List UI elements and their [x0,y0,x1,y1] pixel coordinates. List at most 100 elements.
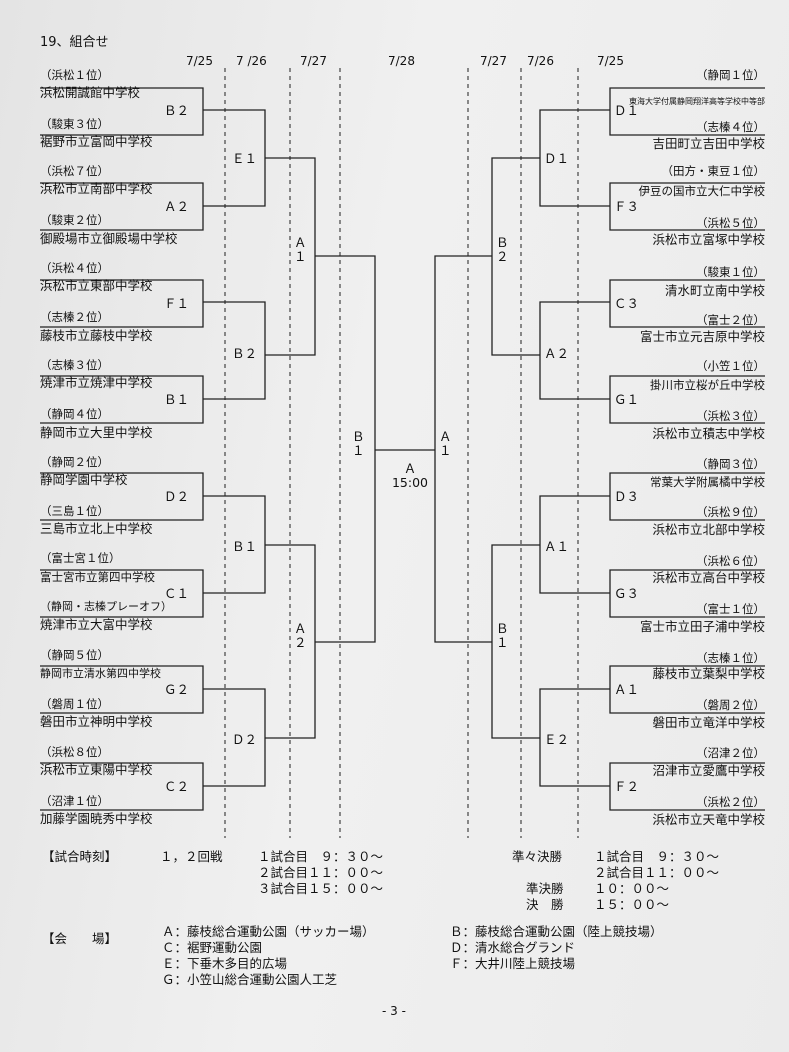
venue-code: Ｅ１ [232,151,258,166]
venue-code: Ｂ２ [232,346,258,361]
venue-code: Ａ２ [544,346,570,361]
right-team-15-seed: （沼津２位） [696,746,765,760]
venue-a: Ａ：藤枝総合運動公園（サッカー場） [162,924,375,939]
left-team-12-seed: （静岡・志榛プレーオフ） [40,600,172,613]
right-team-6-name: 富士市立元吉原中学校 [639,329,765,344]
venue-code: Ｆ２ [614,779,640,794]
venue-code: Ｅ２ [544,732,570,747]
venue-f: Ｆ：大井川陸上競技場 [450,956,576,971]
left-team-9-name: 静岡学園中学校 [40,472,128,487]
left-team-4-name: 御殿場市立御殿場中学校 [40,231,178,246]
schedule-qf-label: 準々決勝 [512,849,563,864]
right-team-9-seed: （静岡３位） [696,457,765,471]
right-team-10-seed: （浜松９位） [696,505,765,519]
left-team-9-seed: （静岡２位） [40,455,109,469]
venue-code: Ｄ２ [232,732,258,747]
schedule-match-1: １試合目 ９：３０～ [258,849,384,864]
right-team-11-name: 浜松市立高台中学校 [652,570,765,585]
left-team-10-name: 三島市立北上中学校 [40,521,153,536]
left-team-1-name: 浜松開誠館中学校 [40,85,141,100]
left-team-15-seed: （浜松８位） [40,745,109,759]
venue-code: Ｆ３ [614,199,640,214]
venue-code: Ａ １ [294,235,307,264]
right-team-13-seed: （志榛１位） [696,651,765,665]
left-team-16-seed: （沼津１位） [40,794,109,808]
right-team-3-name: 伊豆の国市立大仁中学校 [638,184,766,198]
date-right-r2: 7/26 [527,54,554,68]
right-team-8-name: 浜松市立積志中学校 [652,426,765,441]
venue-code: Ｂ １ [352,429,365,458]
venue-code: Ｆ１ [164,296,190,311]
right-r3-lines [491,157,540,739]
left-team-7-seed: （志榛３位） [40,358,109,372]
left-team-13-name: 静岡市立清水第四中学校 [40,667,161,680]
venue-code: Ｇ２ [164,682,190,697]
schedule-rounds-12: １，２回戦 [160,849,223,864]
date-right-r1: 7/25 [597,54,624,68]
right-team-10-name: 浜松市立北部中学校 [652,522,765,537]
venue-c: Ｃ：裾野運動公園 [162,940,263,955]
right-team-2-seed: （志榛４位） [696,120,765,134]
right-team-2-name: 吉田町立吉田中学校 [652,136,765,151]
right-r2-lines [539,109,610,787]
right-team-16-name: 浜松市立天竜中学校 [652,812,765,827]
left-team-5-seed: （浜松４位） [40,261,109,275]
venue-b: Ｂ：藤枝総合運動公園（陸上競技場） [450,924,663,939]
schedule-qf-2: ２試合目１１：００～ [594,865,720,880]
venue-code: Ｇ１ [614,392,640,407]
venue-code: Ｄ１ [544,151,570,166]
right-team-12-name: 富士市立田子浦中学校 [639,619,765,634]
venue-code: Ｂ１ [232,539,258,554]
right-team-12-seed: （富士１位） [696,602,765,616]
section-title: 19、組合せ [40,35,109,50]
right-team-4-name: 浜松市立富塚中学校 [652,232,765,247]
venue-code: Ａ ２ [294,621,307,650]
right-team-14-name: 磐田市立竜洋中学校 [652,715,765,730]
right-team-7-seed: （小笠１位） [696,359,765,373]
left-team-7-name: 焼津市立焼津中学校 [40,375,153,390]
left-team-3-seed: （浜松７位） [40,164,109,178]
left-team-11-seed: （富士宮１位） [40,551,121,565]
left-team-4-seed: （駿東２位） [40,213,109,227]
right-team-14-seed: （磐周２位） [696,698,765,712]
left-team-12-name: 焼津市立大富中学校 [40,617,153,632]
left-team-1-seed: （浜松１位） [40,68,109,82]
left-team-5-name: 浜松市立東部中学校 [40,278,153,293]
right-team-4-seed: （浜松５位） [696,216,765,230]
left-team-2-seed: （駿東３位） [40,117,109,131]
left-team-6-seed: （志榛２位） [40,310,109,324]
venue-g: Ｇ：小笠山総合運動公園人工芝 [162,972,338,987]
left-team-3-name: 浜松市立南部中学校 [40,181,153,196]
right-team-9-name: 常葉大学附属橘中学校 [650,475,765,489]
left-team-8-seed: （静岡４位） [40,407,109,421]
left-team-14-name: 磐田市立神明中学校 [40,714,153,729]
venues-label: 【会 場】 [42,931,118,946]
right-team-6-seed: （富士２位） [696,313,765,327]
left-team-10-seed: （三島１位） [40,504,109,518]
schedule-label: 【試合時刻】 [42,849,118,864]
left-r2-lines [203,109,266,787]
left-team-8-name: 静岡市立大里中学校 [40,425,153,440]
left-team-15-name: 浜松市立東陽中学校 [40,762,153,777]
right-team-15-name: 沼津市立愛鷹中学校 [652,763,765,778]
page-number: - 3 - [382,1004,406,1018]
left-team-6-name: 藤枝市立藤枝中学校 [40,328,153,343]
venue-code: Ａ１ [544,539,570,554]
venue-code: Ａ １ [439,429,452,458]
date-left-r3: 7/27 [300,54,327,68]
right-r1-lines [609,87,765,811]
venue-code: Ｄ１ [614,103,640,118]
right-team-16-seed: （浜松２位） [696,795,765,809]
final-venue-time: Ａ 15:00 [391,461,429,490]
right-team-3-seed: （田方・東豆１位） [661,164,766,178]
venue-code: Ａ１ [614,682,640,697]
schedule-match-2: ２試合目１１：００～ [258,865,384,880]
left-team-13-seed: （静岡５位） [40,648,109,662]
schedule-sf-time: １０：００～ [594,881,670,896]
date-right-r3: 7/27 [480,54,507,68]
left-semi-line [315,255,376,643]
venue-e: Ｅ：下垂木多目的広場 [162,956,288,971]
left-team-11-name: 富士宮市立第四中学校 [40,570,155,584]
right-team-7-name: 掛川市立桜が丘中学校 [650,378,765,392]
